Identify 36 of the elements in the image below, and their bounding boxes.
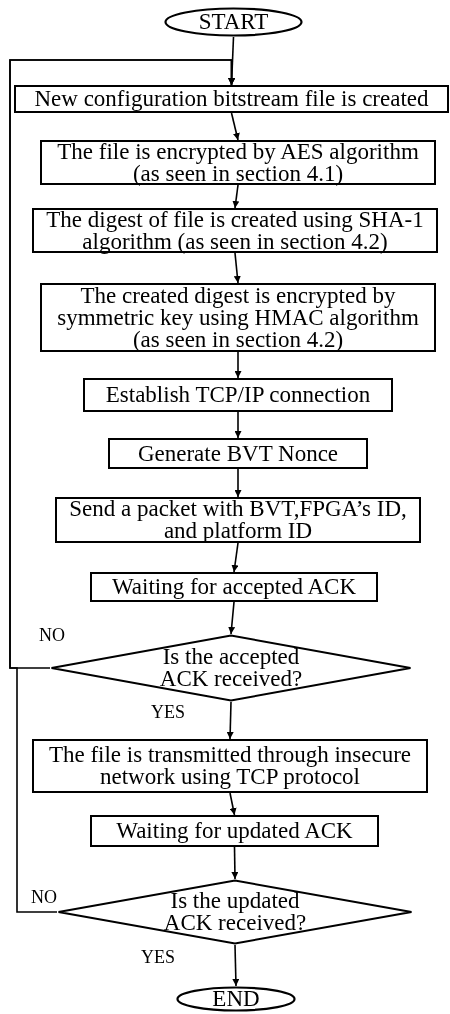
arrow [228,601,236,635]
node-text: Waiting for accepted ACK [111,576,356,598]
arrow [226,701,234,740]
arrow [233,252,241,284]
arrow [231,542,239,573]
node-text: Establish TCP/IP connection [105,384,371,406]
arrow [234,351,242,379]
node-text: Is the accepted ACK received? [158,646,304,690]
arrow [234,411,242,439]
process-box [83,378,393,412]
node-text: The digest of file is created using SHA-1 algorithm (as seen in section 4.2) [45,208,425,253]
node-text: START [198,11,269,33]
node-text: Waiting for updated ACK [116,820,353,842]
arrow [9,59,235,913]
arrow [231,846,239,880]
arrow [229,792,237,816]
node-text: The file is transmitted through insecure network using TCP protocol [47,744,413,788]
terminal-oval [164,7,303,37]
node-text: Send a packet with BVT,FPGA’s ID, and platform ID [68,498,408,542]
decision-diamond [57,879,413,945]
process-box [90,572,378,602]
arrow [230,112,240,141]
process-box [90,815,379,847]
node-text: The created digest is encrypted by symmetric key using HMAC algorithm (as seen in section 4.2) [56,284,420,351]
process-box [32,739,428,793]
node-text: The file is encrypted by AES algorithm (as seen in section 4.1) [56,140,420,185]
arrow [232,944,240,987]
node-text: Generate BVT Nonce [137,442,339,465]
node-text: END [212,988,260,1010]
process-box [14,85,449,113]
node-text: New configuration bitstream file is created [34,88,429,110]
node-text: Is the updated ACK received? [162,890,308,934]
arrow [232,184,240,209]
terminal-oval [176,986,296,1012]
process-box [108,438,368,469]
arrow [234,468,242,498]
